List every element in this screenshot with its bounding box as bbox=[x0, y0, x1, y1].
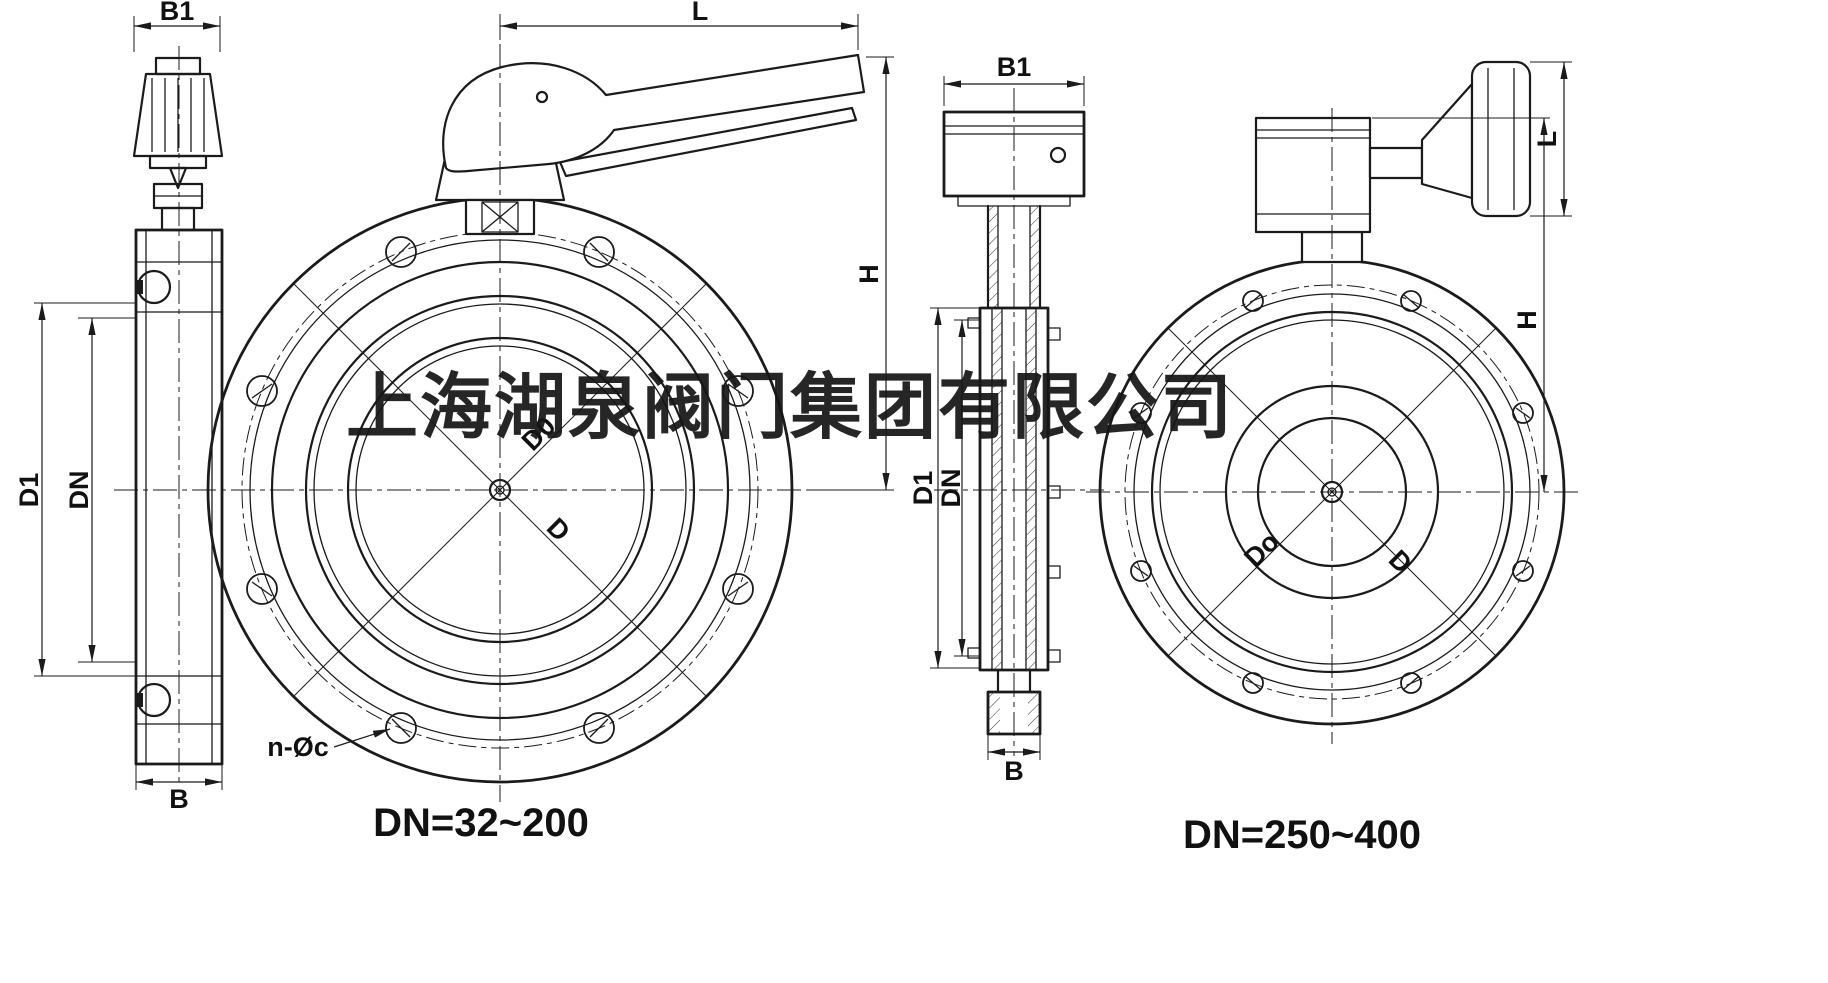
dim-label-b-large: B bbox=[1004, 756, 1024, 786]
dim-label-dn-small: DN bbox=[64, 471, 94, 510]
front-view-small bbox=[192, 44, 866, 802]
lever-handle-assembly bbox=[434, 53, 866, 236]
gearbox bbox=[1254, 116, 1372, 234]
dim-label-d0-large: Do bbox=[1238, 526, 1285, 573]
caption-small-valve: DN=32~200 bbox=[373, 801, 589, 845]
dim-label-b1-large: B1 bbox=[997, 52, 1032, 82]
stem-neck bbox=[160, 206, 196, 232]
handwheel bbox=[1470, 60, 1532, 218]
handle-knob-grip bbox=[132, 72, 224, 158]
lever-pin-hole bbox=[535, 90, 549, 104]
handle-knob-cap bbox=[154, 56, 202, 76]
side-view-small bbox=[114, 46, 244, 784]
bolt-holes-small bbox=[246, 236, 754, 744]
dim-label-d1-large: D1 bbox=[908, 471, 938, 506]
dim-label-d-large: D bbox=[1383, 544, 1418, 579]
wheel-hub-cone bbox=[1420, 82, 1474, 200]
caption-large-valve: DN=250~400 bbox=[1183, 813, 1421, 857]
side-view-large bbox=[934, 88, 1104, 756]
bolt-holes-large bbox=[1130, 290, 1534, 694]
dim-label-d-small: D bbox=[541, 512, 576, 547]
lever-arm bbox=[442, 53, 866, 173]
handle-collar bbox=[148, 154, 208, 170]
dim-label-h-large: H bbox=[1512, 310, 1542, 330]
mount-hole bbox=[1049, 146, 1067, 164]
lever-trigger bbox=[558, 106, 858, 178]
handle-pointer bbox=[168, 166, 188, 190]
input-shaft bbox=[1368, 146, 1424, 180]
front-view-large bbox=[1086, 60, 1578, 744]
dim-label-l-large: L bbox=[1532, 131, 1562, 148]
watermark-text: 上海湖泉阀门集团有限公司 bbox=[346, 368, 1234, 448]
bolt-note-label: n-Øc bbox=[267, 732, 329, 762]
dim-label-dn-large: DN bbox=[936, 469, 966, 508]
dimensions-large: B1 B D1 DN L H Do D DN=250~400 bbox=[908, 52, 1572, 857]
dim-label-l-small: L bbox=[692, 0, 709, 26]
dim-label-d1-small: D1 bbox=[14, 473, 44, 508]
dim-label-h-small: H bbox=[854, 264, 884, 284]
gear-operator-assembly bbox=[1254, 60, 1532, 264]
dim-label-b1-small: B1 bbox=[160, 0, 195, 26]
dim-label-b-small: B bbox=[169, 784, 189, 814]
